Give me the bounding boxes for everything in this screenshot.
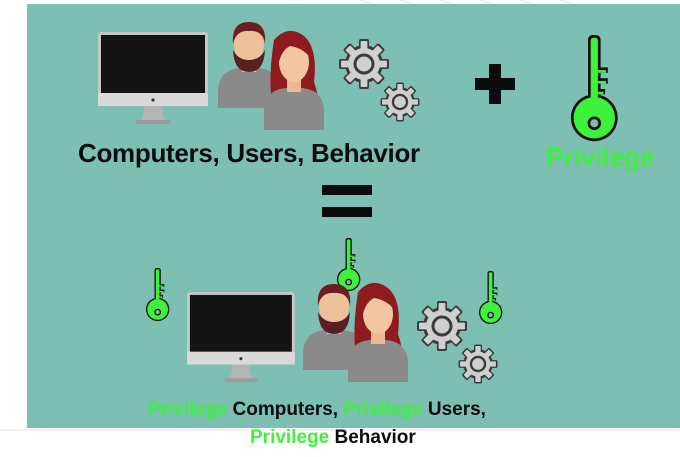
behavior-word: Behavior bbox=[329, 427, 416, 448]
woman-icon bbox=[264, 30, 324, 130]
key-icon bbox=[569, 33, 620, 143]
privilege-word: Privilege bbox=[343, 399, 423, 420]
key-icon bbox=[336, 237, 362, 292]
woman-icon bbox=[348, 282, 408, 382]
key-icon bbox=[478, 270, 504, 325]
privilege-caption: Privilege bbox=[546, 142, 655, 172]
gears-icon bbox=[339, 39, 420, 122]
monitor-icon bbox=[187, 292, 295, 383]
users-word: Users, bbox=[422, 399, 486, 420]
result-line-2: Privilege Behavior bbox=[250, 427, 416, 449]
plus-icon bbox=[475, 64, 515, 104]
key-icon bbox=[145, 267, 171, 322]
top-left-caption: Computers, Users, Behavior bbox=[78, 138, 420, 168]
privilege-word: Privilege bbox=[148, 399, 228, 420]
monitor-icon bbox=[98, 32, 208, 124]
equals-icon bbox=[322, 185, 372, 217]
privilege-word: Privilege bbox=[250, 427, 330, 448]
result-line-1: Privilege Computers, Privilege Users, bbox=[148, 399, 486, 421]
computers-word: Computers, bbox=[227, 399, 344, 420]
